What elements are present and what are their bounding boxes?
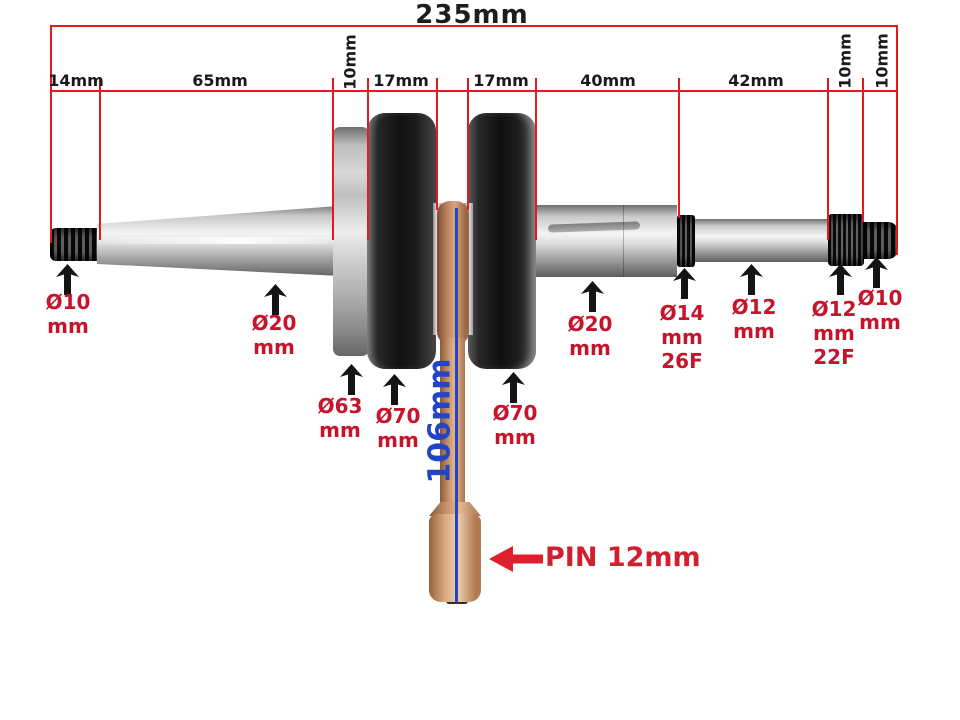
segment-label: 42mm [728,71,784,90]
shaft-seam [623,205,624,277]
dim-tick [99,78,101,240]
rod-length-label: 106mm [422,358,458,484]
dim-tick [678,78,680,218]
segment-dimension-line [50,90,898,92]
up-arrow-icon [264,284,287,315]
balance-collar [333,127,369,356]
dim-tick [535,78,537,240]
right-main-shaft [536,205,677,277]
up-arrow-icon [56,264,79,295]
segment-label: 17mm [473,71,529,90]
up-arrow-icon [865,257,888,288]
left-crank-web [367,113,436,369]
overall-length-label: 235mm [415,0,529,30]
connecting-rod-shank [440,338,465,510]
segment-label-rotated: 10mm [340,34,360,90]
timing-gear [677,215,695,267]
segment-label: 17mm [373,71,429,90]
pin-diameter-label: PIN 12mm [545,542,701,573]
up-arrow-icon [581,281,604,312]
right-crank-web [468,113,536,369]
taper-highlight [97,236,335,244]
left-arrow-icon [489,546,543,572]
dim-tick [367,78,369,240]
dim-tick [827,78,829,240]
spline-section [828,214,864,266]
up-arrow-icon [740,264,763,295]
up-arrow-icon [829,264,852,295]
up-arrow-icon [383,374,406,405]
mid-shaft [695,219,830,262]
rod-length-line [455,208,458,603]
up-arrow-icon [502,372,525,403]
dim-tick [467,78,469,210]
overall-dimension-line [50,25,898,27]
up-arrow-icon [673,268,696,299]
segment-label-rotated: 10mm [835,33,855,89]
up-arrow-icon [340,364,363,395]
dim-tick [332,78,334,240]
dim-tick [862,78,864,222]
dim-tick [50,25,52,243]
segment-label: 40mm [580,71,636,90]
segment-label-rotated: 10mm [872,33,892,89]
keyway-groove [547,221,641,233]
dim-tick [436,78,438,210]
segment-label: 14mm [48,71,104,90]
tapered-shaft [97,206,335,276]
dim-tick [896,25,898,255]
connecting-rod-big-end [437,201,469,345]
right-thread-stub [863,222,898,259]
segment-label: 65mm [192,71,248,90]
left-thread-stub [50,228,99,261]
